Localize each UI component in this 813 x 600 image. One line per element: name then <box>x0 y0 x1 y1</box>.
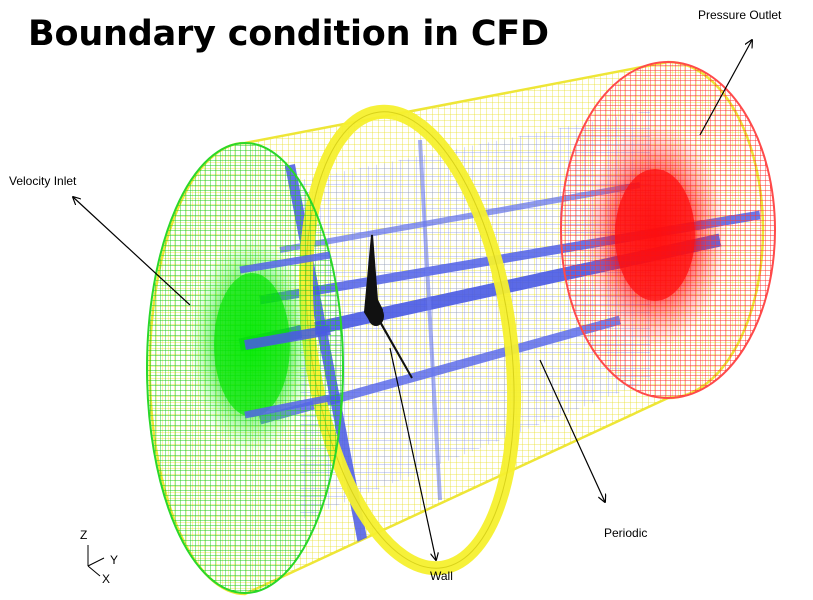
axis-z-label: Z <box>80 528 88 542</box>
periodic-label: Periodic <box>604 526 648 540</box>
interior-spokes <box>239 251 331 419</box>
arrow-wall <box>389 347 436 560</box>
pressure-outlet-label: Pressure Outlet <box>698 8 782 22</box>
pressure-outlet-face <box>560 61 776 399</box>
wall-blade <box>363 234 413 379</box>
velocity-inlet-label: Velocity Inlet <box>9 174 77 188</box>
arrow-pressure-outlet <box>699 40 752 136</box>
axis-y-label: Y <box>110 553 119 567</box>
velocity-inlet-face <box>146 142 344 594</box>
page-title: Boundary condition in CFD <box>28 14 549 54</box>
arrow-velocity-inlet <box>73 197 191 306</box>
axis-x-label: X <box>102 572 111 586</box>
arrow-periodic <box>539 359 605 502</box>
wall-label: Wall <box>430 569 453 583</box>
axis-triad <box>87 545 105 577</box>
leader-lines <box>73 40 752 560</box>
